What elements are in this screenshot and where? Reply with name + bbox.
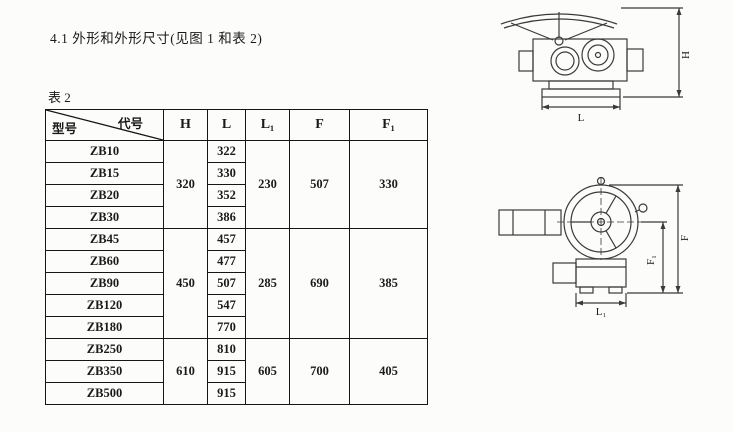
model-cell: ZB250 (45, 338, 164, 361)
l-cell: 330 (207, 162, 246, 185)
table-row: ZB180 770 (45, 316, 428, 339)
l-cell: 915 (207, 360, 246, 383)
l-cell: 507 (207, 272, 246, 295)
model-cell: ZB60 (45, 250, 164, 273)
model-cell: ZB180 (45, 316, 164, 339)
h-cell: 320 (163, 140, 208, 229)
f1-cell: 330 (349, 140, 428, 229)
model-cell: ZB10 (45, 140, 164, 163)
model-cell: ZB15 (45, 162, 164, 185)
model-cell: ZB120 (45, 294, 164, 317)
l1-cell: 230 (245, 140, 290, 229)
l-cell: 547 (207, 294, 246, 317)
dim-label-f1: F₁ (645, 255, 657, 265)
column-header-f1: F₁ (349, 109, 428, 141)
f1-cell: 405 (349, 338, 428, 405)
h-cell: 450 (163, 228, 208, 339)
l-cell: 352 (207, 184, 246, 207)
f-cell: 700 (289, 338, 350, 405)
model-cell: ZB350 (45, 360, 164, 383)
section-heading: 4.1 外形和外形尺寸(见图 1 和表 2) (50, 31, 263, 46)
l-cell: 322 (207, 140, 246, 163)
table-row: ZB350 915 (45, 360, 428, 383)
model-cell: ZB90 (45, 272, 164, 295)
column-header-f: F (289, 109, 350, 141)
diagonal-header-cell: 代号 型号 (45, 109, 164, 141)
table-row: ZB30 386 (45, 206, 428, 229)
table-row: ZB250 610 810 605 700 405 (45, 338, 428, 405)
model-cell: ZB45 (45, 228, 164, 251)
table-row: ZB45 450 457 285 690 385 (45, 228, 428, 339)
dim-label-h: H (680, 51, 692, 59)
table-row: ZB15 330 (45, 162, 428, 185)
column-header-l: L (207, 109, 246, 141)
dim-label-l1: L₁ (596, 306, 607, 317)
header-model-label: 型号 (52, 122, 78, 136)
column-header-h: H (163, 109, 208, 141)
table-row: ZB60 477 (45, 250, 428, 273)
table-row: ZB90 507 (45, 272, 428, 295)
l1-cell: 605 (245, 338, 290, 405)
dimensions-table: 代号 型号 H L L₁ F F₁ ZB10 320 322 230 507 3… (45, 109, 428, 405)
model-cell: ZB20 (45, 184, 164, 207)
figure-actuator-front-view: F F₁ L₁ (498, 176, 691, 317)
table-header-row: 代号 型号 H L L₁ F F₁ (45, 109, 428, 141)
table-caption: 表 2 (48, 90, 71, 105)
table-row: ZB10 320 322 230 507 330 (45, 140, 428, 229)
column-header-l1: L₁ (245, 109, 290, 141)
figure-actuator-side-view: H L (500, 7, 692, 124)
h-cell: 610 (163, 338, 208, 405)
f-cell: 507 (289, 140, 350, 229)
l-cell: 770 (207, 316, 246, 339)
table-row: ZB500 915 (45, 382, 428, 405)
l-cell: 915 (207, 382, 246, 405)
l-cell: 457 (207, 228, 246, 251)
f-cell: 690 (289, 228, 350, 339)
model-cell: ZB30 (45, 206, 164, 229)
l-cell: 810 (207, 338, 246, 361)
header-code-label: 代号 (117, 117, 143, 131)
dim-label-f: F (679, 235, 691, 241)
f1-cell: 385 (349, 228, 428, 339)
diagonal-line (46, 110, 163, 140)
dim-label-l: L (578, 112, 585, 124)
l-cell: 386 (207, 206, 246, 229)
model-cell: ZB500 (45, 382, 164, 405)
l-cell: 477 (207, 250, 246, 273)
table-row: ZB120 547 (45, 294, 428, 317)
l1-cell: 285 (245, 228, 290, 339)
